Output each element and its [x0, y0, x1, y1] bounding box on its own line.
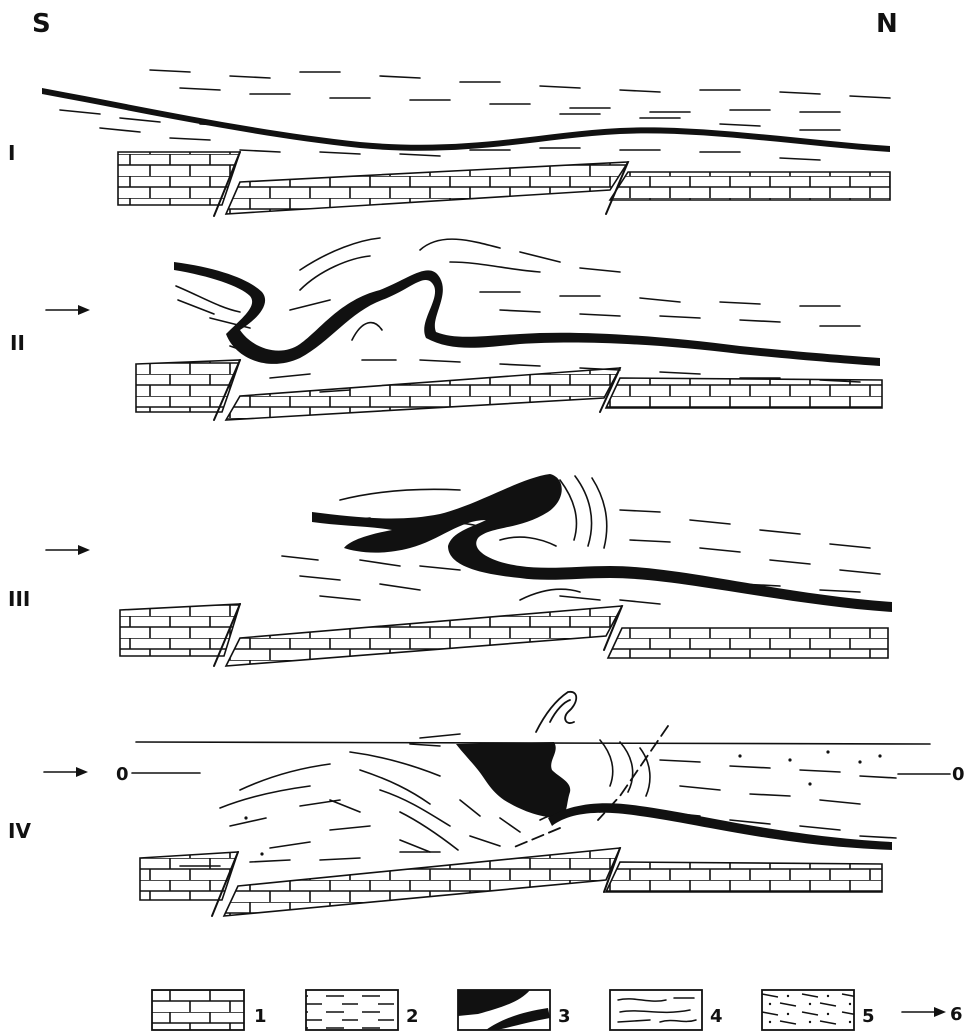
- legend-swatch-shale: [306, 990, 398, 1030]
- level-zero-left: 0: [116, 764, 129, 785]
- stage-1-limestone-right: [610, 172, 890, 200]
- stage-1-section: I: [8, 70, 890, 216]
- legend-item-3: 3: [458, 990, 571, 1030]
- stage-4-limestone-right: [606, 862, 882, 892]
- stage-2-section: II: [10, 238, 882, 420]
- stage-4-olistolith-squiggle: [536, 692, 576, 732]
- north-label: N: [876, 9, 898, 39]
- legend-swatch-limestone: [152, 990, 244, 1030]
- south-label: S: [32, 9, 51, 39]
- stage-3-limestone-middle: [226, 606, 622, 666]
- stage-3-label: III: [8, 587, 30, 611]
- legend: 1 2 3 4 5 6: [152, 990, 963, 1030]
- stage-3-section: III: [8, 474, 892, 666]
- stage-4-arrow: [44, 767, 88, 777]
- legend-number-5: 5: [862, 1006, 875, 1027]
- legend-item-4: 4: [610, 990, 723, 1030]
- stage-2-arrow: [46, 305, 90, 315]
- stage-1-black-bed: [42, 88, 890, 152]
- stage-4-limestone-middle: [224, 848, 620, 916]
- legend-number-2: 2: [406, 1006, 419, 1027]
- stage-2-black-bed: [174, 262, 880, 366]
- stage-2-shale-dashes: [176, 238, 860, 392]
- stage-2-limestone-right: [606, 378, 882, 408]
- stage-3-black-bed: [312, 474, 892, 612]
- legend-item-2: 2: [306, 990, 419, 1030]
- stage-4-limestone-left: [140, 852, 238, 900]
- stage-2-label: II: [10, 331, 25, 355]
- stage-4-section: IV 0 0: [8, 692, 965, 916]
- stage-3-limestone-right: [608, 628, 888, 658]
- stage-1-label: I: [8, 141, 15, 165]
- stage-4-black-bed: [548, 803, 892, 850]
- legend-number-3: 3: [558, 1006, 571, 1027]
- stage-3-arrow: [46, 545, 90, 555]
- legend-item-1: 1: [152, 990, 267, 1030]
- legend-swatch-sandy-shale: [762, 990, 854, 1030]
- stage-4-black-olistostrome: [456, 742, 570, 818]
- level-zero-right: 0: [952, 764, 965, 785]
- legend-item-6: 6: [902, 1004, 963, 1025]
- stage-1-limestone-middle: [226, 162, 628, 214]
- legend-number-4: 4: [710, 1006, 723, 1027]
- legend-number-1: 1: [254, 1006, 267, 1027]
- legend-item-5: 5: [762, 990, 875, 1030]
- legend-number-6: 6: [950, 1004, 963, 1025]
- stage-2-limestone-left: [136, 360, 240, 412]
- stage-4-label: IV: [8, 819, 31, 843]
